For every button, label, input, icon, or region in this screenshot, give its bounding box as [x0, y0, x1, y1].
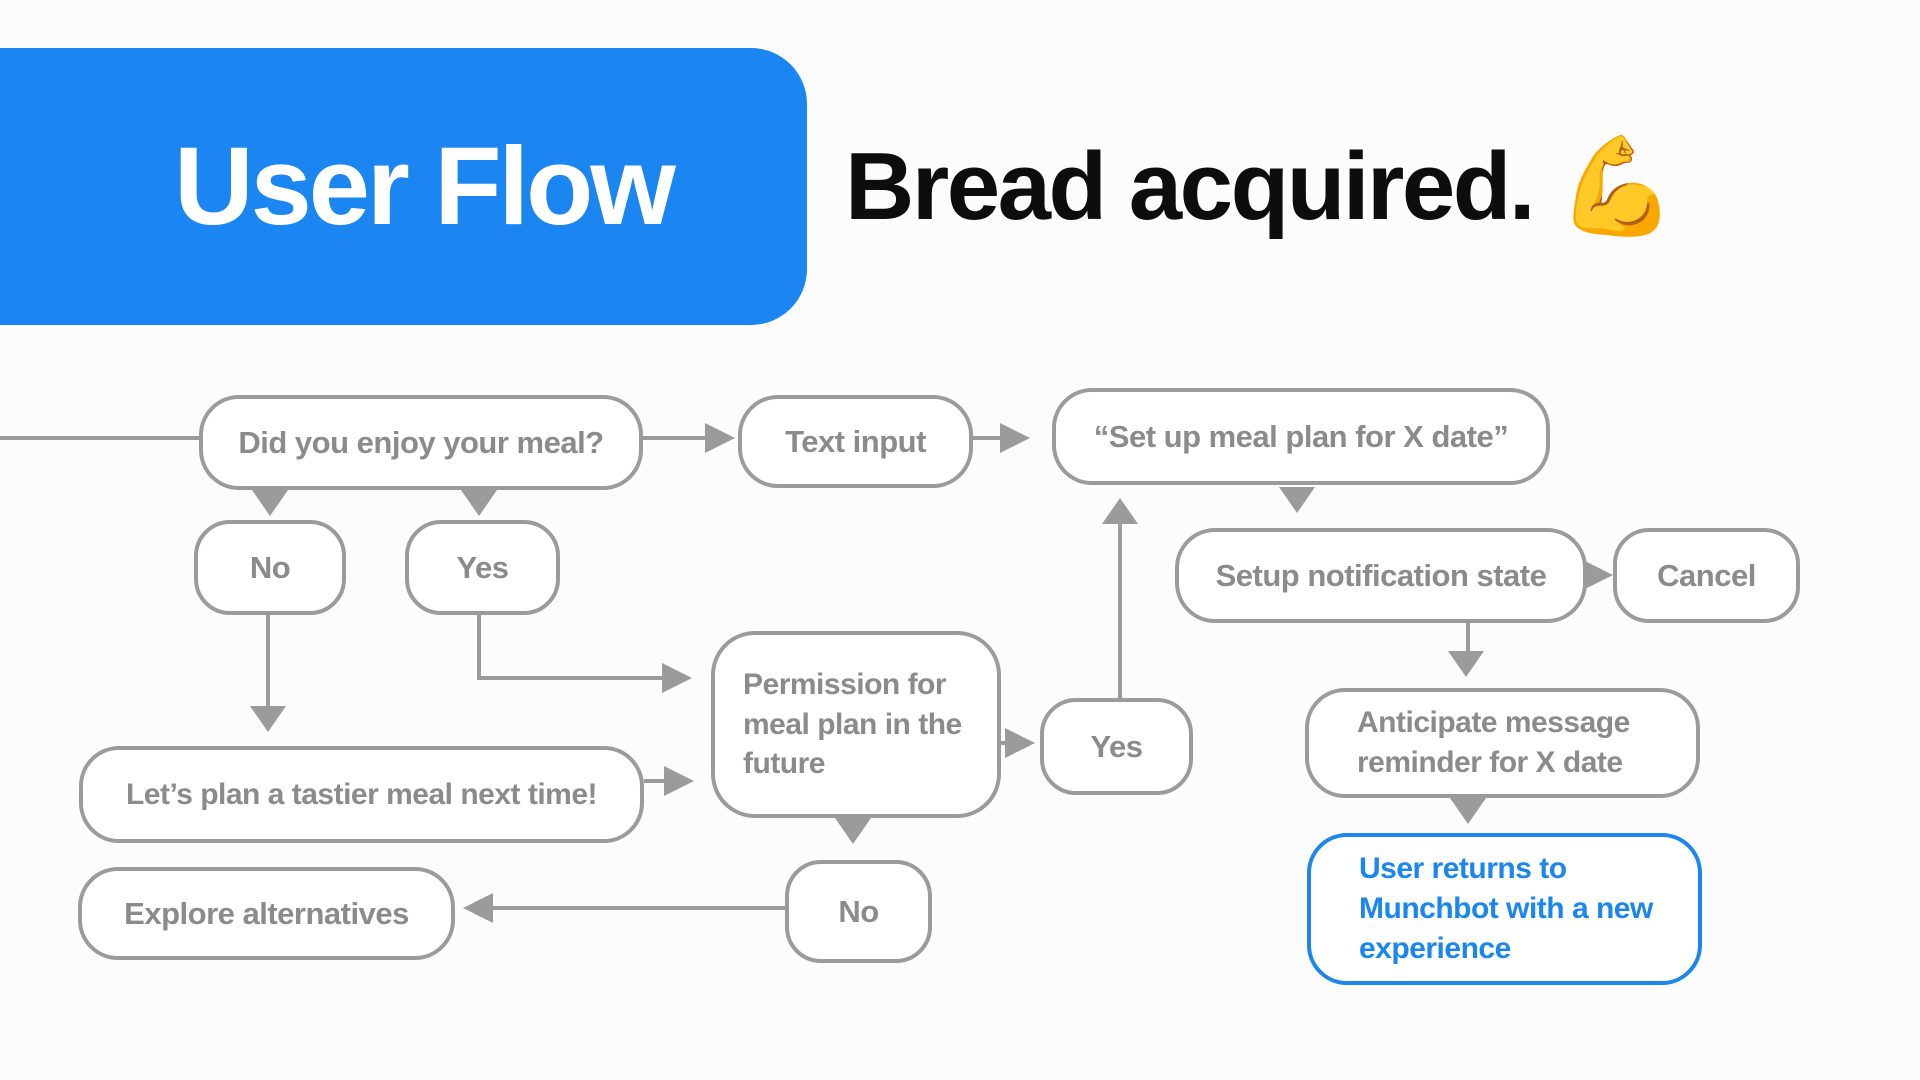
flow-node-lets-plan[interactable]: Let’s plan a tastier meal next time!	[79, 746, 644, 843]
flow-node-permission[interactable]: Permission for meal plan in the future	[711, 631, 1001, 818]
arrowhead-permission-to-yes	[1005, 728, 1035, 758]
arrowhead-enjoy-to-textinput	[705, 423, 735, 453]
connector-no-to-explore	[493, 906, 785, 910]
arrowhead-yes-to-permission	[662, 663, 692, 693]
flow-node-set-up-meal-plan[interactable]: “Set up meal plan for X date”	[1052, 388, 1550, 485]
arrowhead-no-to-explore	[463, 893, 493, 923]
arrowhead-letsplan-to-permission	[664, 766, 694, 796]
connector-no-to-letsplan	[266, 615, 270, 706]
connector-yes-down	[477, 615, 481, 680]
arrowhead-permission-to-no	[835, 818, 871, 844]
connector-yes-right	[477, 676, 664, 680]
arrowhead-anticipate-to-userreturns	[1450, 798, 1486, 824]
flow-node-yes-permission[interactable]: Yes	[1040, 698, 1193, 795]
arrowhead-setupmealplan-to-notification	[1279, 487, 1315, 513]
flow-node-user-returns[interactable]: User returns to Munchbot with a new expe…	[1307, 833, 1702, 985]
connector-entry-line	[0, 436, 201, 440]
arrowhead-yes-to-setupmealplan	[1102, 498, 1138, 524]
connector-permission-to-yes	[1001, 741, 1007, 745]
slide-subtitle: Bread acquired. 💪	[845, 132, 1677, 240]
connector-enjoy-to-textinput	[643, 436, 706, 440]
arrowhead-enjoy-to-no	[252, 490, 288, 516]
flow-node-text-input[interactable]: Text input	[738, 395, 973, 488]
arrowhead-enjoy-to-yes	[461, 490, 497, 516]
flow-node-setup-notification[interactable]: Setup notification state	[1175, 528, 1587, 623]
flow-node-cancel[interactable]: Cancel	[1613, 528, 1800, 623]
flow-node-no-permission[interactable]: No	[785, 860, 932, 963]
arrowhead-notification-to-cancel	[1583, 560, 1613, 590]
connector-textinput-to-setup	[973, 436, 1001, 440]
flow-node-anticipate[interactable]: Anticipate message reminder for X date	[1305, 688, 1700, 798]
flow-node-no-enjoy[interactable]: No	[194, 520, 346, 615]
flow-node-explore[interactable]: Explore alternatives	[78, 867, 455, 960]
connector-notification-to-anticipate	[1466, 623, 1470, 653]
arrowhead-notification-to-anticipate	[1448, 651, 1484, 677]
connector-yes-to-setupmealplan	[1118, 524, 1122, 698]
arrowhead-no-to-letsplan	[250, 706, 286, 732]
title-badge: User Flow	[0, 48, 807, 325]
flow-node-yes-enjoy[interactable]: Yes	[405, 520, 560, 615]
page-title: User Flow	[174, 125, 676, 248]
connector-letsplan-to-permission	[644, 779, 666, 783]
arrowhead-textinput-to-setup	[1000, 423, 1030, 453]
flow-node-enjoy-meal[interactable]: Did you enjoy your meal?	[199, 395, 643, 490]
